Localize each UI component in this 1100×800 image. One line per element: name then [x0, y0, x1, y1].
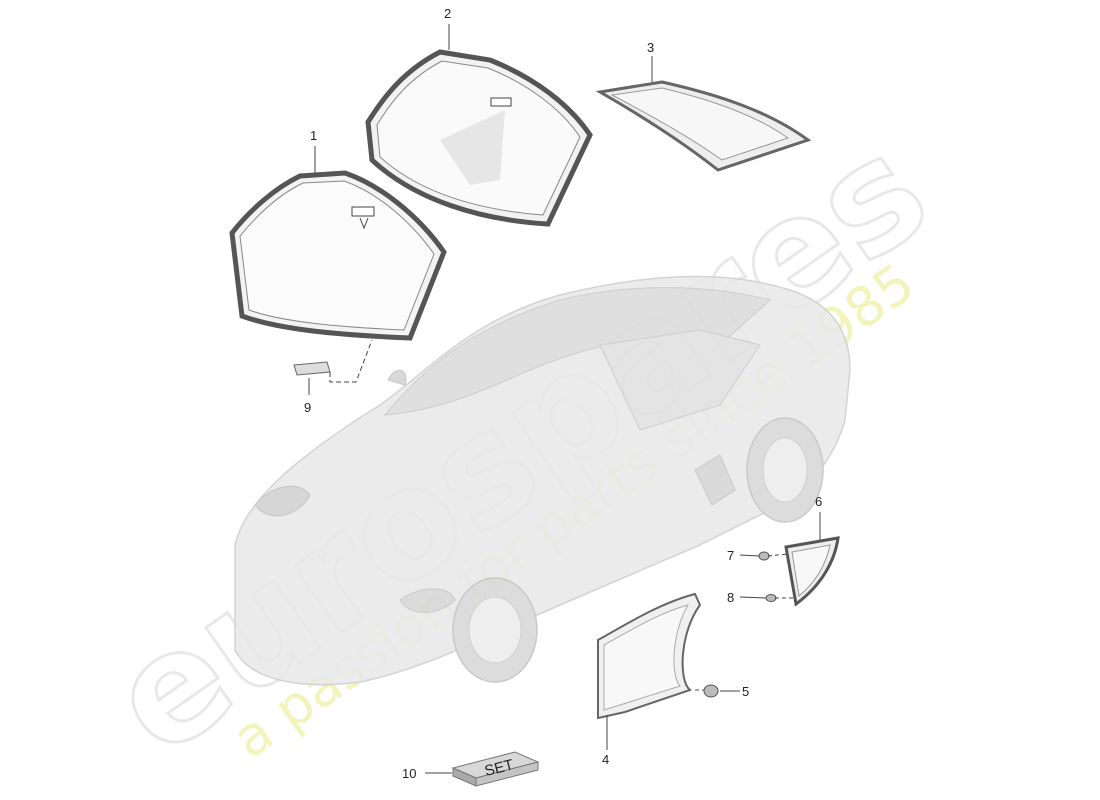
callout-2: 2 [444, 6, 451, 21]
car-body [234, 275, 851, 686]
callout-10: 10 [402, 766, 416, 781]
part-8-clip[interactable] [765, 594, 777, 602]
callout-6: 6 [815, 494, 822, 509]
part-4-door-window[interactable] [597, 592, 702, 720]
part-10-set-box[interactable]: SET [451, 751, 540, 787]
callout-3: 3 [647, 40, 654, 55]
callout-8: 8 [727, 590, 734, 605]
set-box-label: SET [483, 756, 515, 780]
part-5-grommet[interactable] [703, 684, 719, 698]
part-3-rear-window[interactable] [595, 80, 812, 172]
callouts: 1 2 3 4 5 6 7 8 9 10 [304, 6, 822, 781]
callout-9: 9 [304, 400, 311, 415]
part-9-bracket[interactable] [293, 361, 331, 376]
callout-5: 5 [742, 684, 749, 699]
part-1-windscreen[interactable] [229, 170, 447, 341]
part-2-windscreen[interactable] [365, 49, 593, 227]
callout-1: 1 [310, 128, 317, 143]
callout-7: 7 [727, 548, 734, 563]
part-7-clip[interactable] [758, 551, 770, 561]
callout-4: 4 [602, 752, 609, 767]
leader-lines [308, 24, 821, 774]
part-6-quarter-window[interactable] [784, 536, 840, 607]
